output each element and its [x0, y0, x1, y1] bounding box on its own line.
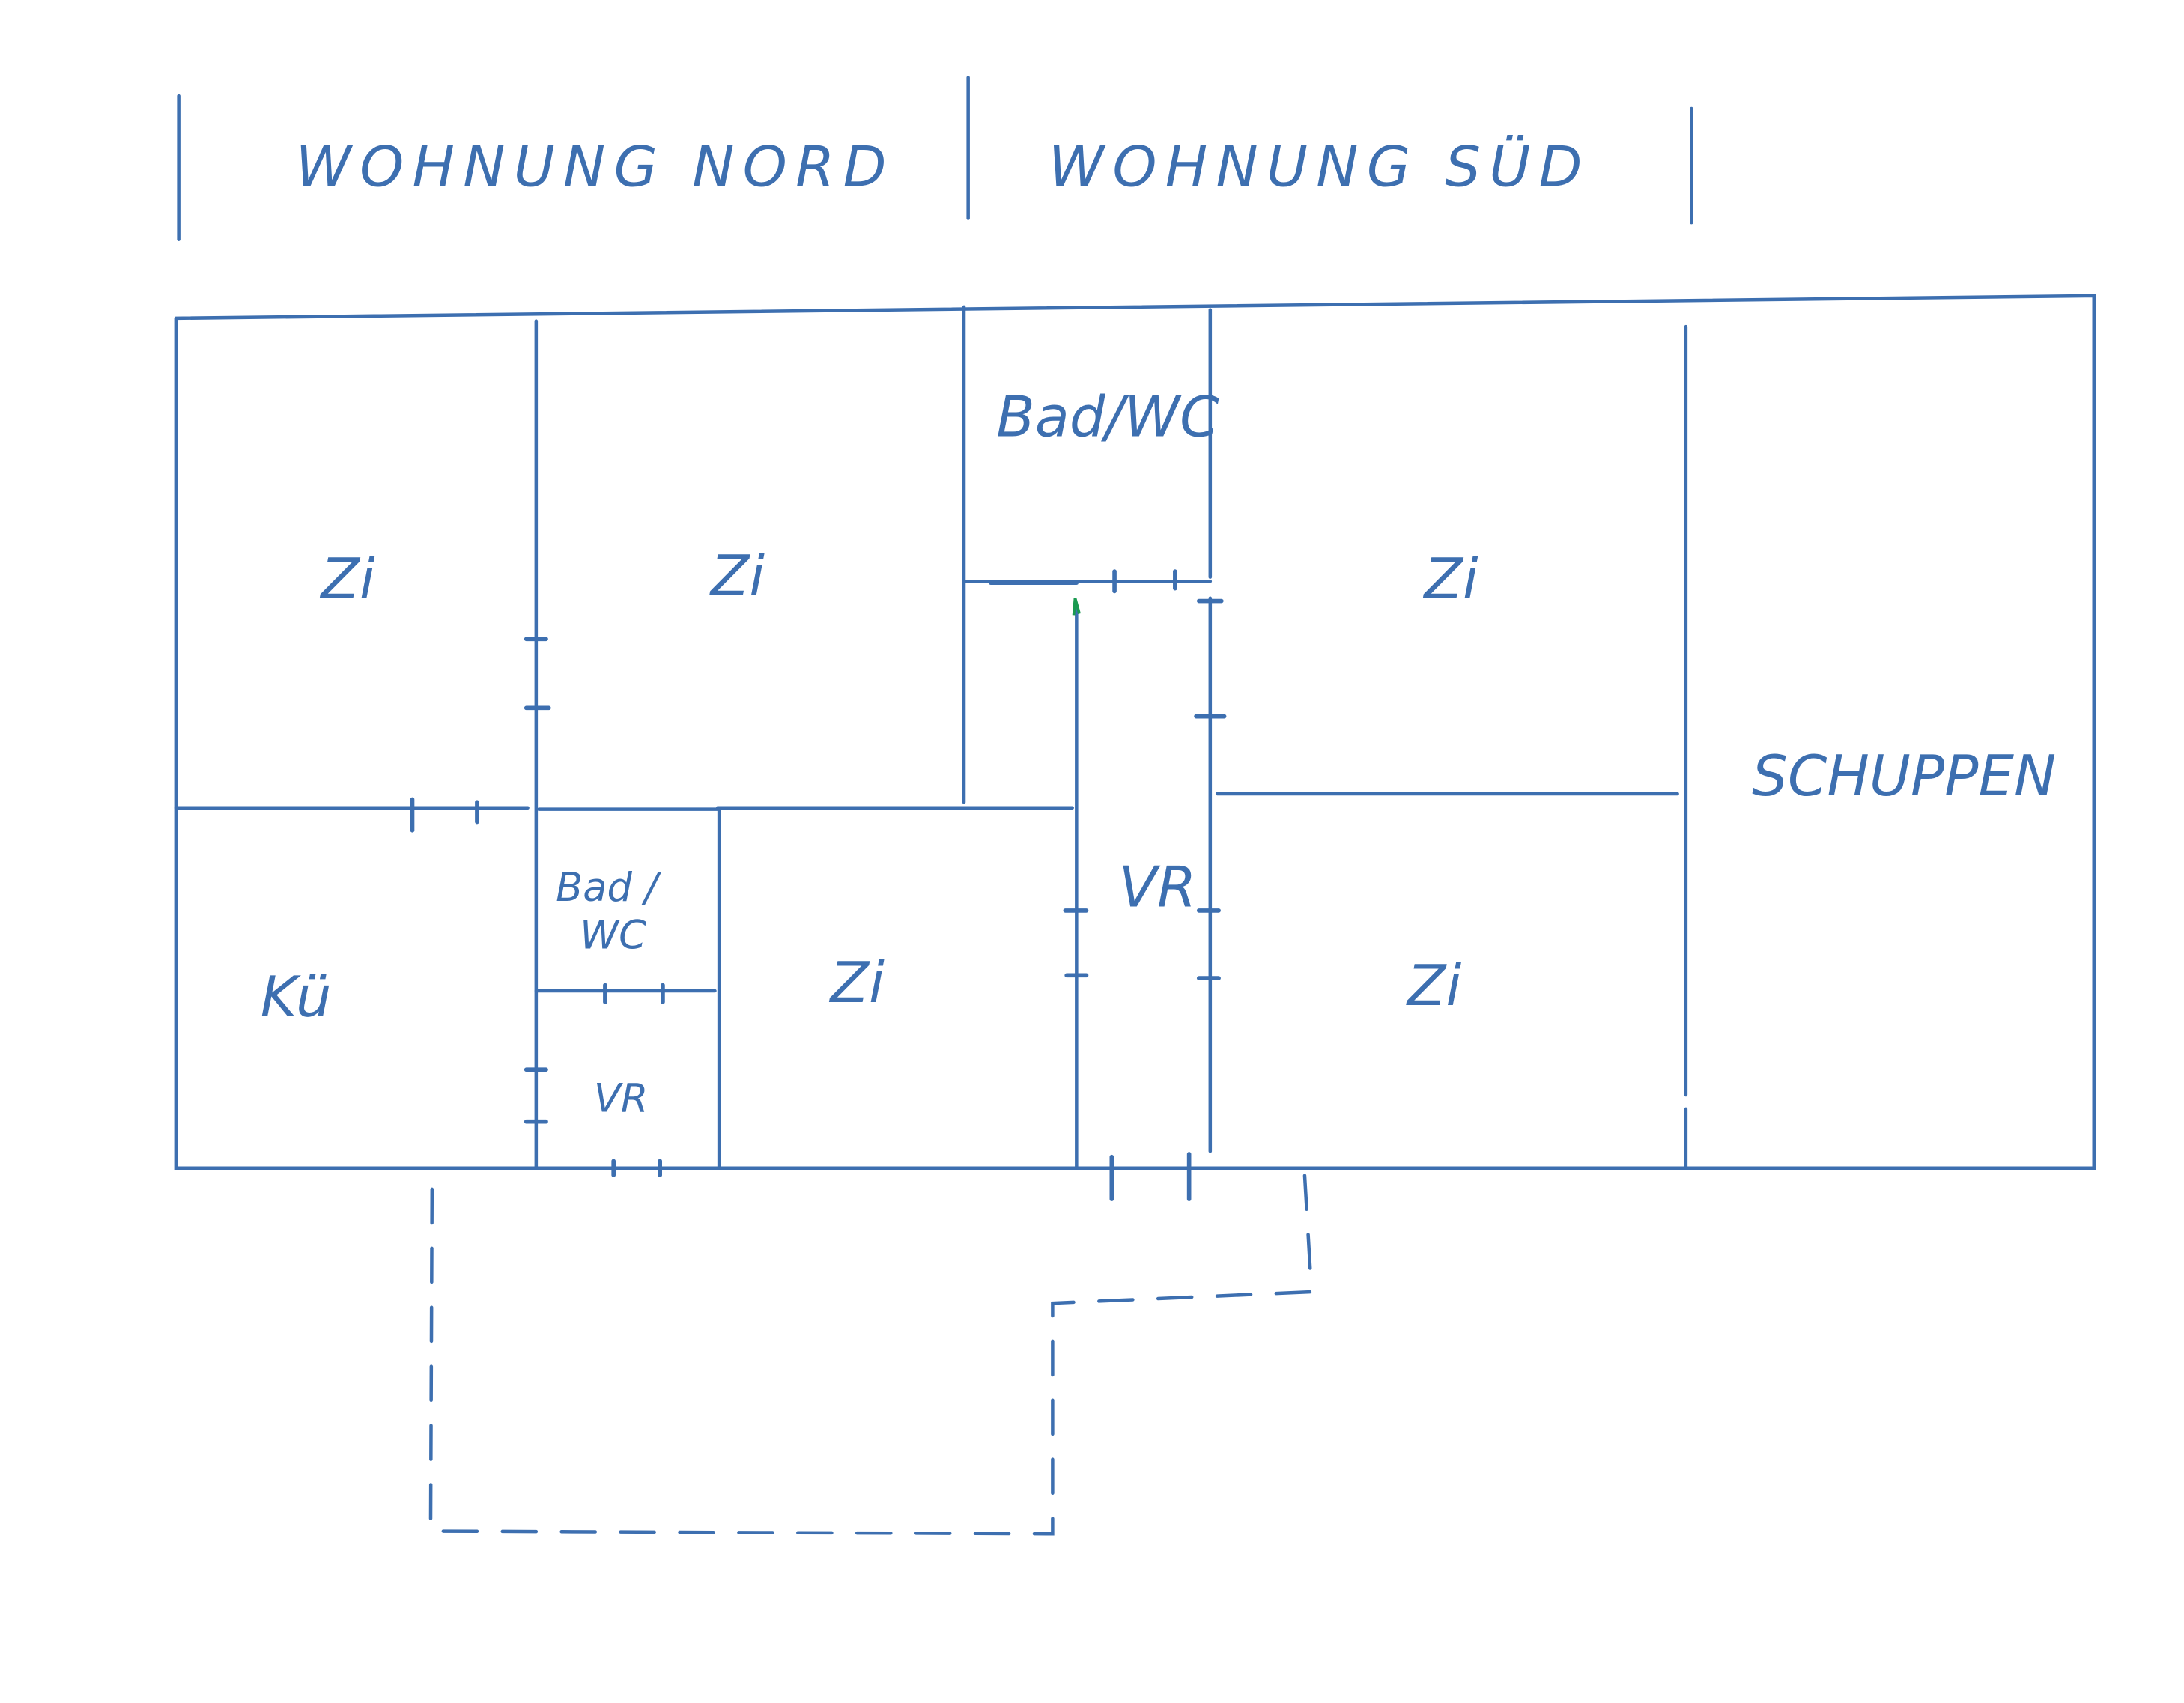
room-label-zi-1: Zi	[319, 546, 374, 612]
room-label-schuppen: SCHUPPEN	[1752, 743, 2056, 809]
dashed-annex-outline	[428, 1171, 1314, 1536]
room-label-bad-wc: Bad/WC	[996, 384, 1219, 450]
room-label-zi-4: Zi	[829, 950, 885, 1016]
room-label-kueche: Kü	[261, 964, 332, 1030]
room-label-bad-small: Bad /	[556, 865, 661, 911]
room-label-zi-3: Zi	[1422, 546, 1478, 612]
header-wohnung-sued: WOHNUNG SÜD	[1049, 133, 1591, 199]
room-label-zi-2: Zi	[709, 543, 765, 609]
interior-walls	[174, 305, 1688, 1170]
outer-walls	[174, 294, 2096, 1170]
room-label-zi-5: Zi	[1406, 953, 1461, 1019]
room-label-vr-hall: VR	[1119, 854, 1197, 920]
door-markers	[410, 569, 1227, 1201]
room-label-wc-small: WC	[580, 913, 646, 959]
header-dividers	[177, 76, 1693, 241]
header-wohnung-nord: WOHNUNG NORD	[296, 133, 895, 199]
room-label-vr-small: VR	[594, 1076, 649, 1122]
